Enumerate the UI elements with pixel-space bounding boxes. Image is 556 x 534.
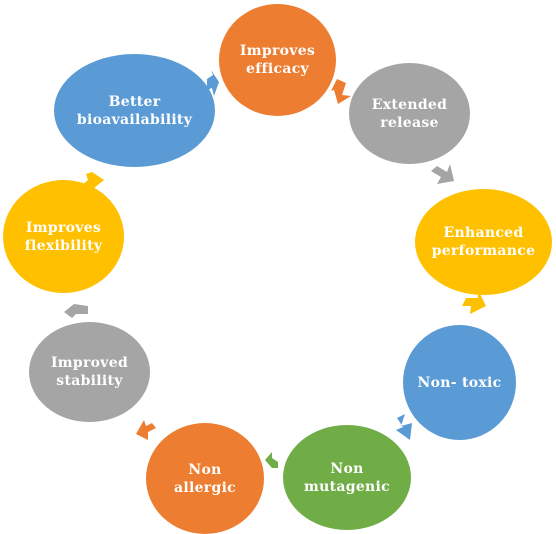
node-improves-efficacy: Improves efficacy <box>219 4 336 116</box>
node-label: Enhanced performance <box>431 225 536 259</box>
node-non-mutagenic: Non mutagenic <box>283 425 411 530</box>
node-extended-release: Extended release <box>349 63 470 164</box>
node-label: Improved stability <box>50 355 129 389</box>
node-enhanced-performance: Enhanced performance <box>415 189 552 295</box>
arrow-icon <box>207 70 219 96</box>
arrow-icon <box>265 452 278 468</box>
node-label: Non mutagenic <box>304 460 390 495</box>
node-better-bioavailability: Better bioavailability <box>54 54 215 167</box>
arrow-icon <box>136 420 156 440</box>
arrow-icon <box>462 290 486 314</box>
node-non-toxic: Non- toxic <box>403 325 516 440</box>
arrow-icon <box>64 304 88 318</box>
node-label: Non- toxic <box>417 374 502 391</box>
node-improves-flexibility: Improves flexibility <box>3 180 124 293</box>
node-label: Extended release <box>371 96 448 131</box>
arrow-icon <box>396 414 412 440</box>
node-label: Non allergic <box>173 461 237 496</box>
arrow-icon <box>431 164 454 184</box>
node-improved-stability: Improved stability <box>29 322 150 422</box>
node-label: Improves flexibility <box>24 219 103 254</box>
node-non-allergic: Non allergic <box>146 423 264 534</box>
node-label: Improves efficacy <box>239 43 316 77</box>
node-label: Better bioavailability <box>76 93 193 128</box>
arrow-icon <box>331 79 351 104</box>
